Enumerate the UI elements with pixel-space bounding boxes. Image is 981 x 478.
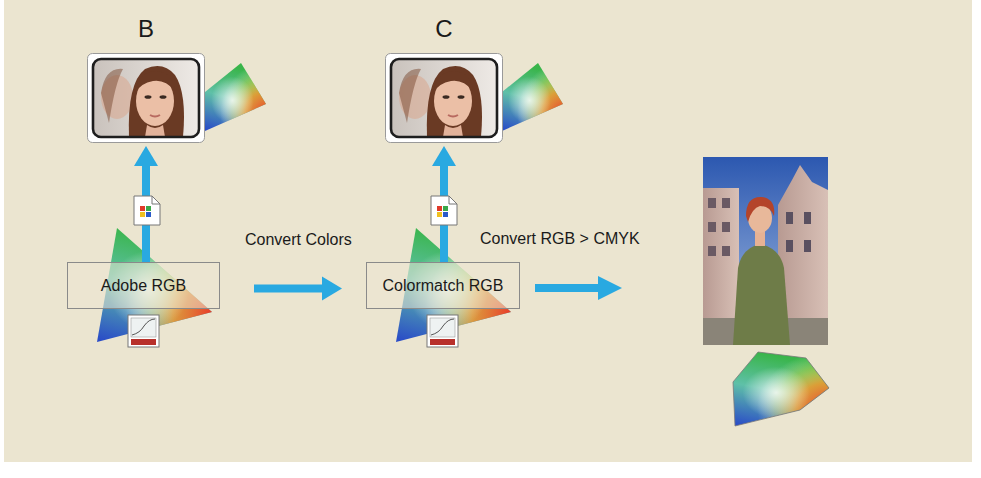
monitor-screen xyxy=(448,115,458,117)
monitor-screen xyxy=(93,59,199,137)
color-space-box: Colormatch RGB xyxy=(366,262,520,309)
document-icon xyxy=(437,206,442,211)
print-photo xyxy=(722,198,730,208)
monitor-screen xyxy=(145,95,152,99)
flow-arrow xyxy=(432,146,456,166)
monitor-gamut xyxy=(205,63,266,131)
flow-arrow xyxy=(432,146,456,262)
document-icon xyxy=(134,196,160,225)
panel-letter: C xyxy=(385,15,503,43)
profile-icon xyxy=(128,315,159,347)
print-photo xyxy=(722,246,730,256)
document-icon xyxy=(443,212,448,217)
profile-icon xyxy=(131,339,156,345)
color-space-name: Adobe RGB xyxy=(101,277,186,295)
profile-icon xyxy=(131,318,156,337)
print-photo xyxy=(804,240,811,252)
print-photo xyxy=(786,240,793,252)
document-icon xyxy=(443,206,448,211)
document-icon xyxy=(152,196,160,204)
monitor-display: B xyxy=(87,53,205,143)
monitor-screen xyxy=(135,71,175,93)
print-photo xyxy=(703,157,828,345)
monitor-gamut xyxy=(502,63,563,131)
document-icon xyxy=(431,196,457,225)
profile-icon xyxy=(431,319,454,335)
document-icon xyxy=(146,212,151,217)
monitor-display: C xyxy=(385,53,503,143)
print-photo xyxy=(746,197,774,222)
print-photo xyxy=(804,212,811,224)
monitor-screen xyxy=(433,71,473,93)
convert-arrow xyxy=(598,276,622,300)
profile-icon xyxy=(128,315,159,347)
print-photo xyxy=(733,244,790,345)
monitor-screen xyxy=(150,115,160,117)
document-icon xyxy=(134,196,160,225)
panel-letter: B xyxy=(87,15,205,43)
step-label: Convert RGB > CMYK xyxy=(478,230,642,248)
monitor-gamut xyxy=(205,63,266,131)
convert-arrow xyxy=(535,276,622,300)
monitor-screen xyxy=(391,59,497,137)
document-icon xyxy=(140,212,145,217)
print-photo xyxy=(708,246,716,256)
monitor-screen xyxy=(386,54,503,143)
monitor-screen xyxy=(458,95,465,99)
document-icon xyxy=(431,196,457,225)
cmyk-gamut xyxy=(733,352,829,426)
document-icon xyxy=(449,196,457,204)
print-photo xyxy=(708,222,716,232)
monitor-screen xyxy=(427,66,482,137)
flow-arrow xyxy=(322,277,342,301)
document-icon xyxy=(437,212,442,217)
print-photo xyxy=(786,212,793,224)
monitor-gamut xyxy=(502,63,563,131)
monitor-screen xyxy=(93,59,199,137)
monitor-screen xyxy=(443,125,463,137)
flow-arrow xyxy=(254,285,324,293)
monitor-screen xyxy=(101,69,123,123)
document-icon xyxy=(146,206,151,211)
monitor-screen xyxy=(145,125,165,137)
cmyk-gamut xyxy=(733,352,829,426)
profile-icon xyxy=(132,319,155,335)
monitor-screen xyxy=(87,53,205,143)
print-photo xyxy=(703,157,828,345)
profile-icon xyxy=(430,318,455,337)
monitor-screen xyxy=(385,53,503,143)
color-space-box: Adobe RGB xyxy=(67,262,220,309)
monitor-gamut xyxy=(502,63,563,131)
cmyk-gamut xyxy=(733,352,829,426)
monitor-gamut xyxy=(205,63,266,131)
monitor-screen xyxy=(88,54,205,143)
profile-icon xyxy=(430,339,455,345)
print-photo xyxy=(722,222,730,232)
monitor-gamut xyxy=(205,63,266,131)
monitor-screen xyxy=(391,59,497,137)
step-label: Convert Colors xyxy=(243,231,354,249)
color-space-name: Colormatch RGB xyxy=(383,277,504,295)
convert-arrow xyxy=(535,284,600,292)
profile-icon xyxy=(427,315,458,347)
flow-arrow xyxy=(254,277,342,301)
monitor-gamut xyxy=(502,63,563,131)
monitor-screen xyxy=(129,66,184,137)
flow-arrow xyxy=(134,146,158,166)
monitor-screen xyxy=(443,95,450,99)
cmyk-gamut xyxy=(733,352,829,426)
monitor-screen xyxy=(399,69,421,123)
document-icon xyxy=(140,206,145,211)
monitor-screen xyxy=(160,95,167,99)
print-photo xyxy=(708,198,716,208)
profile-icon xyxy=(427,315,458,347)
cmyk-gamut xyxy=(733,352,829,426)
